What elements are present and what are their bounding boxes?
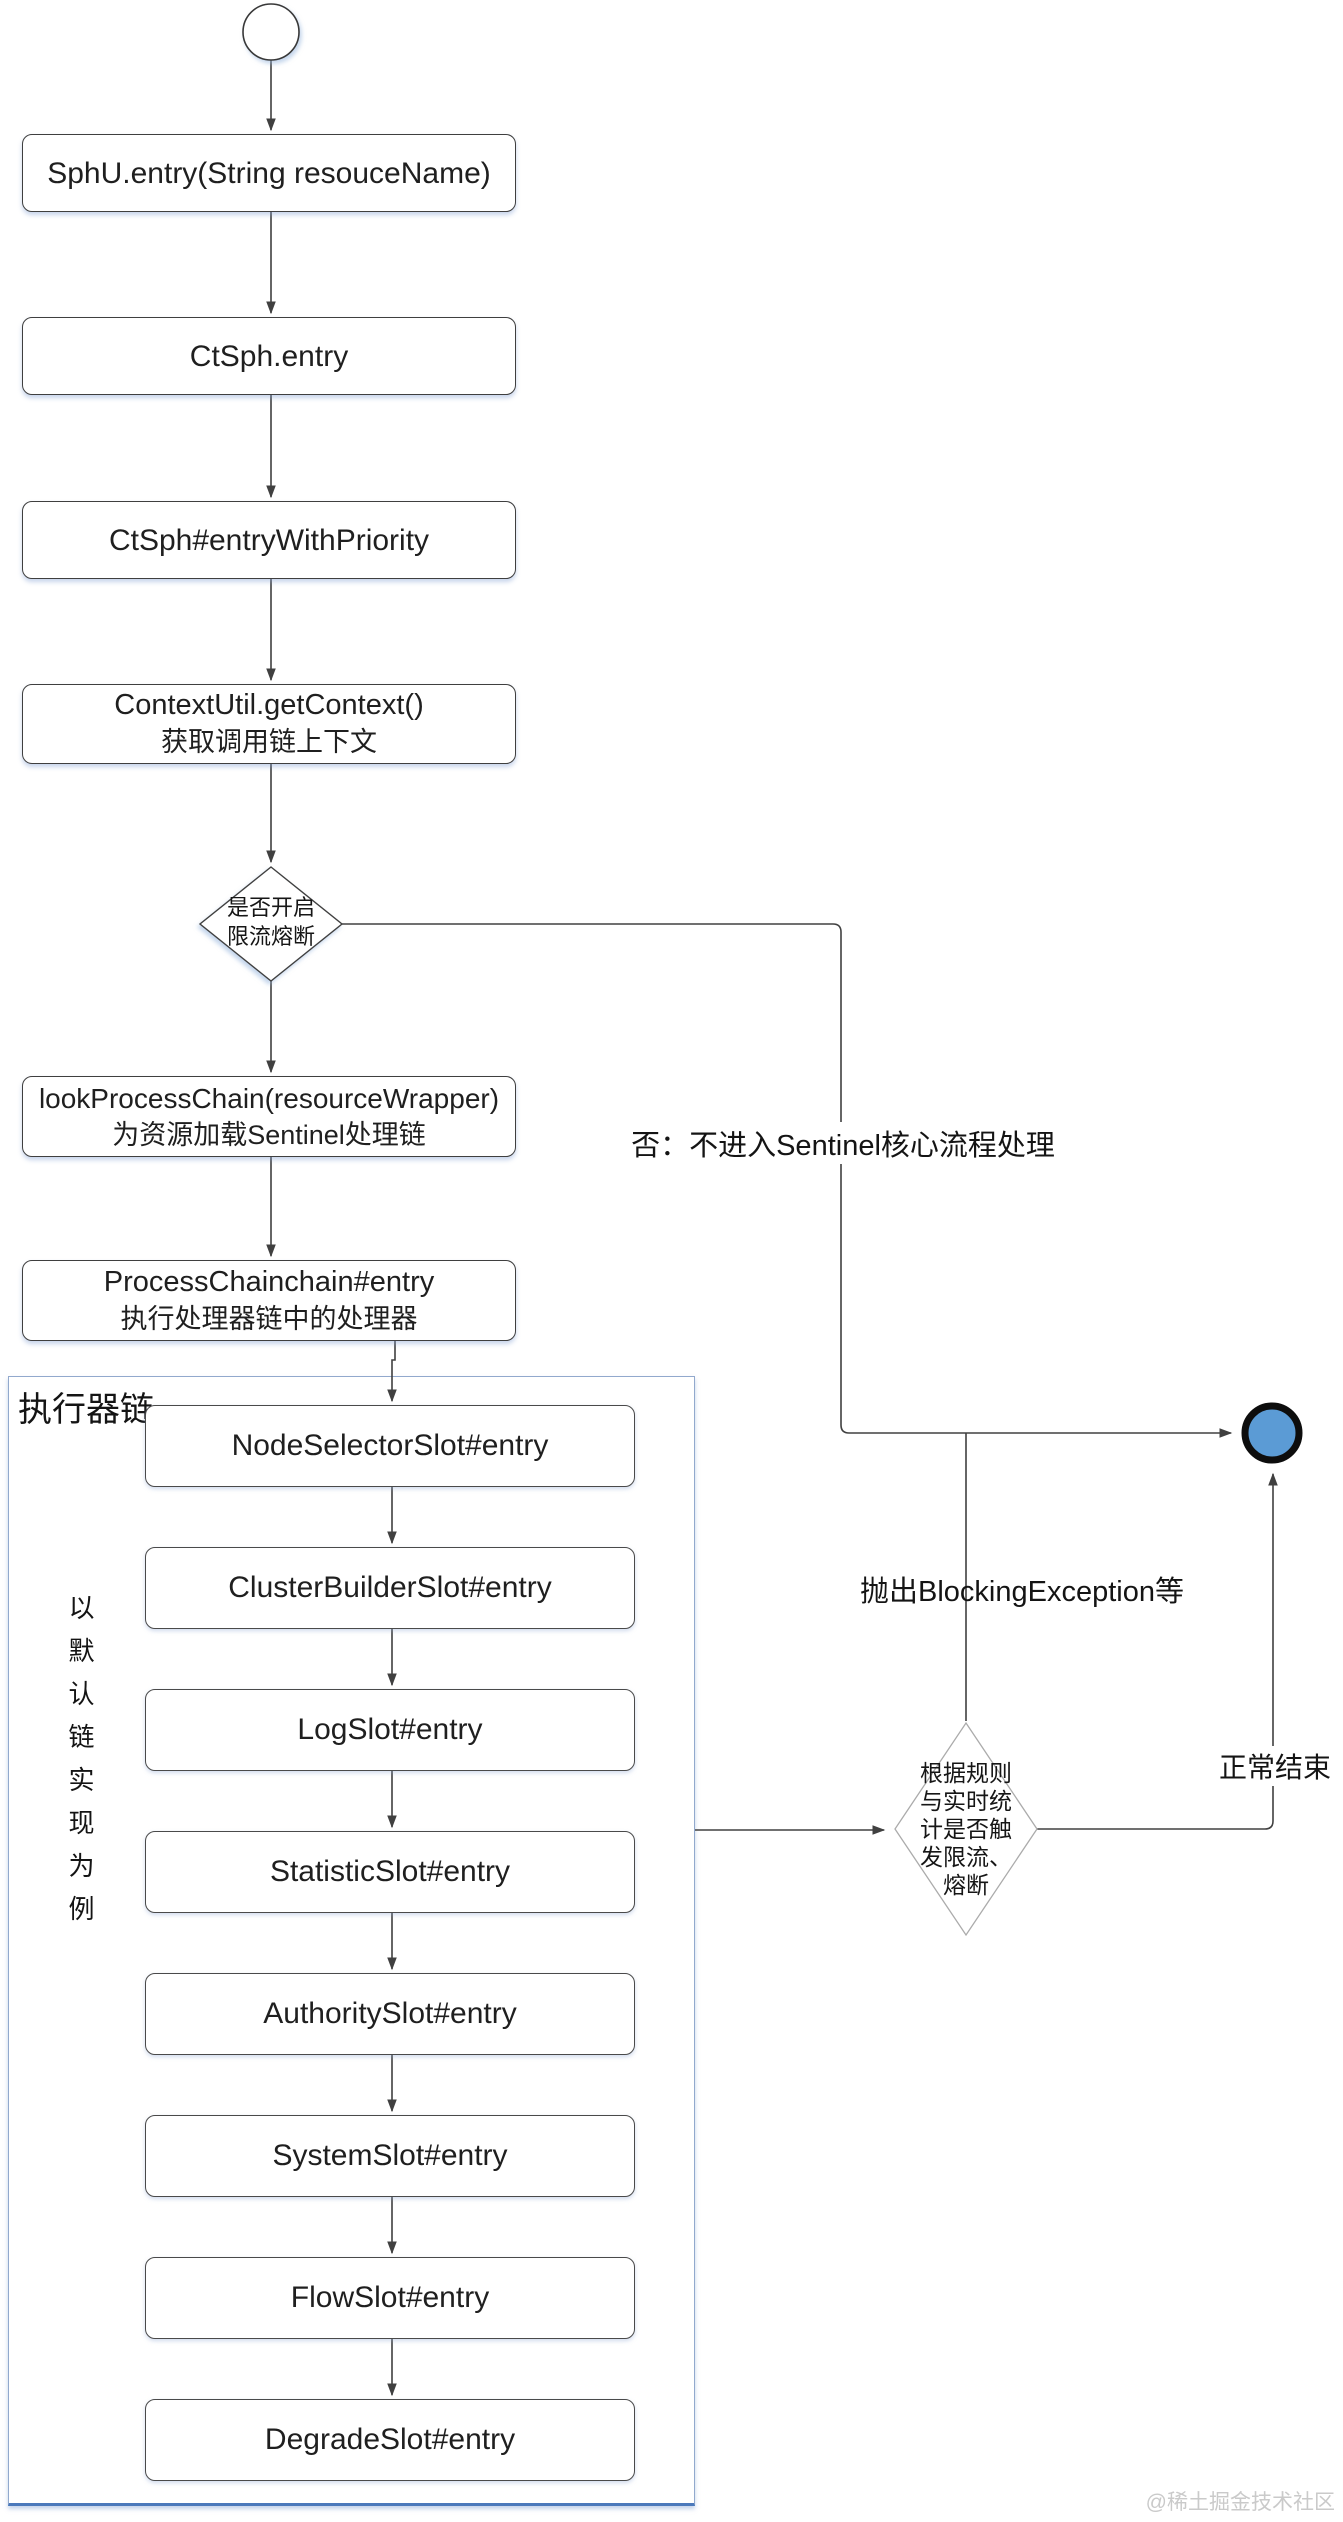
- slot-label: StatisticSlot#entry: [269, 1855, 511, 1888]
- decision-rules-line1: 根据规则: [920, 1760, 1012, 1786]
- step-ctsph-entry: CtSph.entry: [22, 317, 516, 395]
- executor-chain-title: 执行器链: [18, 1391, 154, 1429]
- step-label-line2: 获取调用链上下文: [161, 727, 377, 757]
- slot-degrade: DegradeSlot#entry: [145, 2399, 635, 2481]
- decision-limit-enabled-shape: [198, 866, 344, 982]
- step-sphu-entry: SphU.entry(String resouceName): [22, 134, 516, 212]
- step-look-process-chain: lookProcessChain(resourceWrapper) 为资源加载S…: [22, 1076, 516, 1157]
- slot-label: DegradeSlot#entry: [264, 2423, 516, 2456]
- normal-end-annotation: 正常结束: [1213, 1746, 1337, 1786]
- slot-cluster-builder: ClusterBuilderSlot#entry: [145, 1547, 635, 1629]
- watermark: @稀土掘金技术社区: [1145, 2491, 1335, 2514]
- step-label: CtSph.entry: [189, 339, 349, 373]
- end-node: [1241, 1402, 1303, 1464]
- decision-rules-line2: 与实时统: [920, 1788, 1012, 1814]
- slot-label: LogSlot#entry: [297, 1713, 483, 1746]
- no-branch-annotation: 否：不进入Sentinel核心流程处理: [620, 1122, 1066, 1164]
- edge-no-branch-to-end: [342, 923, 1233, 1438]
- step-entry-with-priority: CtSph#entryWithPriority: [22, 501, 516, 579]
- slot-node-selector: NodeSelectorSlot#entry: [145, 1405, 635, 1487]
- decision-label-line1: 是否开启: [226, 895, 315, 920]
- decision-rules-shape: [894, 1721, 1038, 1937]
- edge-normal-end: [1037, 1472, 1278, 1830]
- decision-rules-line3: 计是否触: [920, 1816, 1012, 1842]
- step-label: SphU.entry(String resouceName): [47, 156, 491, 190]
- step-label-line1: ProcessChainchain#entry: [103, 1265, 435, 1298]
- decision-rules-label: 根据规则 与实时统 计是否触 发限流、 熔断: [896, 1759, 1036, 1899]
- slot-label: FlowSlot#entry: [290, 2281, 490, 2314]
- executor-chain-side-note: 以默认链实现为例: [65, 1594, 95, 1938]
- decision-limit-enabled-label: 是否开启 限流熔断: [171, 893, 371, 951]
- slot-log: LogSlot#entry: [145, 1689, 635, 1771]
- decision-rules-line5: 熔断: [943, 1872, 989, 1898]
- decision-label-line2: 限流熔断: [226, 924, 315, 949]
- slot-label: ClusterBuilderSlot#entry: [228, 1571, 552, 1604]
- slot-label: AuthoritySlot#entry: [263, 1997, 517, 2030]
- edge-chainentry-to-nodeselector: [387, 1341, 397, 1403]
- slot-statistic: StatisticSlot#entry: [145, 1831, 635, 1913]
- slot-flow: FlowSlot#entry: [145, 2257, 635, 2339]
- slot-authority: AuthoritySlot#entry: [145, 1973, 635, 2055]
- slot-label: SystemSlot#entry: [272, 2139, 508, 2172]
- throw-exception-annotation: 抛出BlockingException等: [860, 1576, 1184, 1608]
- step-label-line1: ContextUtil.getContext(): [114, 689, 424, 721]
- slot-system: SystemSlot#entry: [145, 2115, 635, 2197]
- start-node: [242, 3, 300, 61]
- slot-label: NodeSelectorSlot#entry: [231, 1429, 549, 1462]
- step-process-chain-entry: ProcessChainchain#entry 执行处理器链中的处理器: [22, 1260, 516, 1341]
- step-label-line2: 为资源加载Sentinel处理链: [112, 1119, 426, 1150]
- decision-rules-line4: 发限流、: [920, 1844, 1012, 1870]
- step-get-context: ContextUtil.getContext() 获取调用链上下文: [22, 684, 516, 764]
- step-label-line1: lookProcessChain(resourceWrapper): [38, 1082, 500, 1114]
- step-label-line2: 执行处理器链中的处理器: [120, 1303, 418, 1334]
- step-label: CtSph#entryWithPriority: [108, 523, 430, 557]
